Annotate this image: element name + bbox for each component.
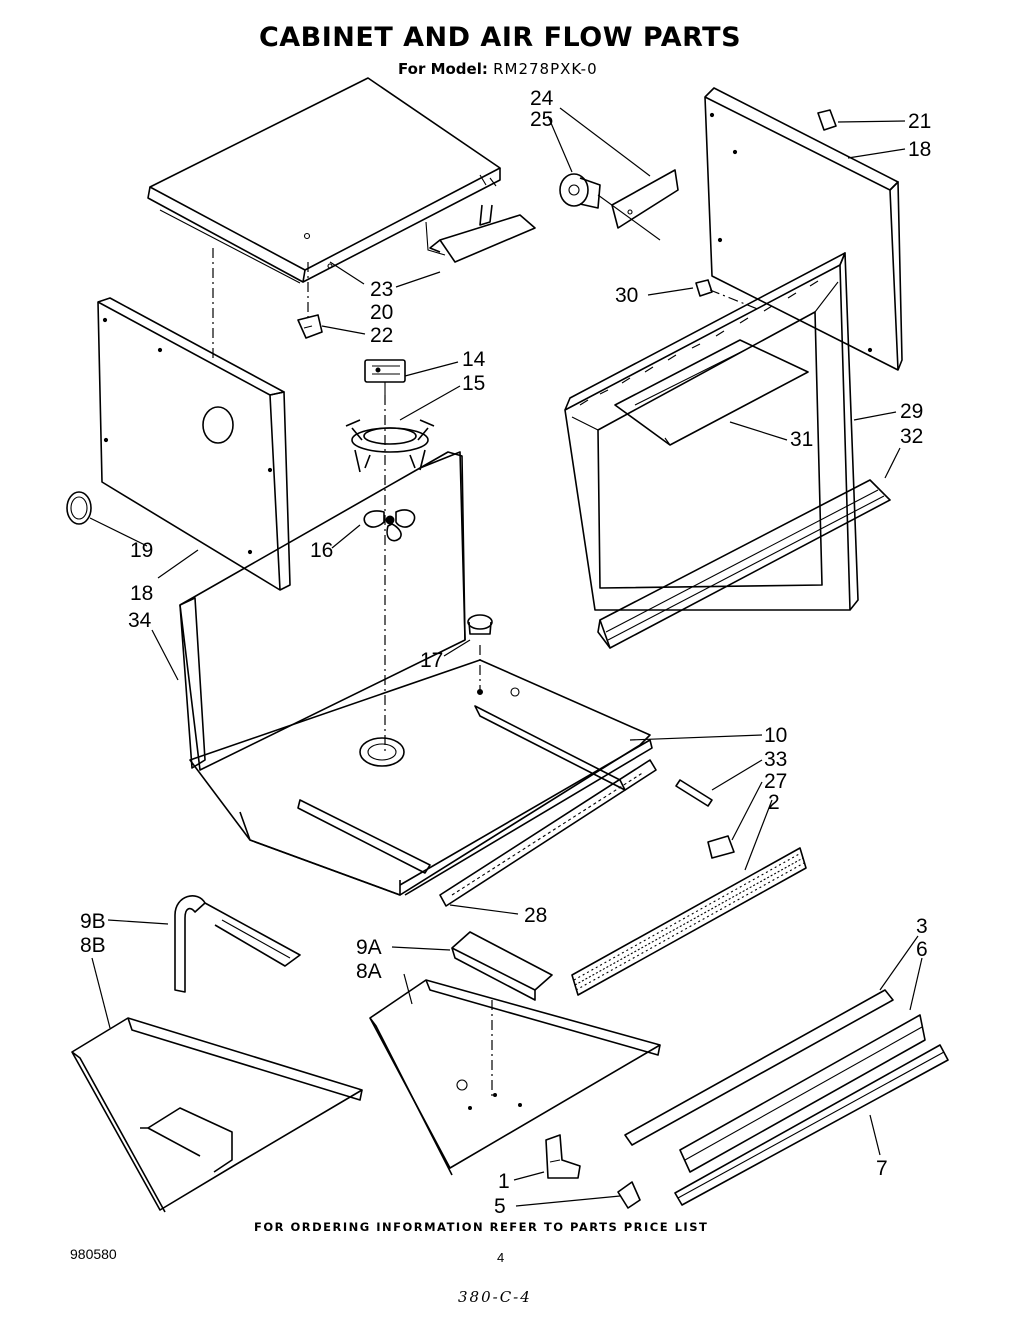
callout-25: 25: [530, 108, 553, 131]
front-rail-3-part: [624, 989, 894, 1146]
top-cover-part: [147, 77, 501, 284]
switch-part: [559, 173, 661, 241]
callout-6: 6: [916, 938, 928, 961]
duct-cover-9a-part: [451, 931, 553, 1001]
callout-15: 15: [462, 372, 485, 395]
small-clip-part: [695, 279, 713, 297]
thermostat-part: [364, 359, 406, 395]
callout-labels: 24 25 21 18 23 20 22 30 14 15 29 32 31 1…: [80, 87, 931, 1218]
model-label: For Model:: [398, 60, 488, 78]
callout-20: 20: [370, 301, 393, 324]
end-cap-part: [617, 1181, 641, 1209]
perforated-strip-part: [439, 759, 657, 907]
grommet-part: [467, 614, 493, 695]
left-side-panel-part: [97, 297, 291, 591]
callout-19: 19: [130, 539, 153, 562]
air-baffle-part: [614, 339, 809, 446]
callout-1: 1: [498, 1170, 510, 1193]
callout-23: 23: [370, 278, 393, 301]
callout-7: 7: [876, 1157, 888, 1180]
base-tray-8a-part: [369, 979, 661, 1176]
right-side-panel-part: [704, 87, 903, 371]
callout-22: 22: [370, 324, 393, 347]
callout-14: 14: [462, 348, 486, 371]
front-rail-7-part: [674, 1044, 949, 1206]
switch-housing-part: [545, 1134, 581, 1179]
callout-33: 33: [764, 748, 787, 771]
callout-8a: 8A: [356, 960, 382, 983]
cabinet-wrapper-part: [179, 451, 653, 896]
clip-part: [297, 314, 323, 339]
callout-17: 17: [420, 649, 443, 672]
retainer-clip-part: [707, 835, 735, 859]
callout-32: 32: [900, 425, 923, 448]
corner-clip-part: [817, 109, 837, 131]
leader-lines: [89, 107, 923, 1207]
front-frame-part: [564, 252, 859, 611]
duct-9b-part: [174, 895, 301, 993]
callout-24: 24: [530, 87, 554, 110]
callout-31: 31: [790, 428, 813, 451]
callout-21: 21: [908, 110, 931, 133]
callout-27: 27: [764, 770, 787, 793]
document-number: 980580: [70, 1246, 117, 1262]
callout-5: 5: [494, 1195, 506, 1218]
callout-3: 3: [916, 915, 928, 938]
page-title: CABINET AND AIR FLOW PARTS: [258, 22, 742, 53]
mesh-filter-part: [571, 847, 807, 996]
rod-part: [675, 779, 713, 807]
callout-18: 18: [908, 138, 931, 161]
callout-16: 16: [310, 539, 333, 562]
model-number: RM278PXK-0: [493, 60, 598, 78]
callout-28: 28: [524, 904, 547, 927]
base-tray-8b-part: [71, 1017, 363, 1213]
callout-29: 29: [900, 400, 923, 423]
callout-34: 34: [128, 609, 152, 632]
callout-2: 2: [768, 791, 780, 814]
front-rail-6-part: [679, 1014, 926, 1173]
ordering-note: FOR ORDERING INFORMATION REFER TO PARTS …: [254, 1220, 709, 1234]
callout-9b: 9B: [80, 910, 106, 933]
switch-bracket-part: [611, 169, 679, 229]
model-line: For Model: RM278PXK-0: [398, 60, 598, 78]
hole-plug-part: [66, 491, 92, 525]
callout-30: 30: [615, 284, 638, 307]
page-number: 4: [497, 1250, 505, 1265]
callout-8b: 8B: [80, 934, 106, 957]
callout-9a: 9A: [356, 936, 382, 959]
callout-10: 10: [764, 724, 787, 747]
centerline: [709, 289, 761, 311]
handwritten-code: 380-C-4: [458, 1288, 532, 1306]
fan-blade-part: [363, 509, 416, 542]
callout-18: 18: [130, 582, 153, 605]
front-grille-part: [597, 479, 891, 649]
motor-mount-part: [345, 419, 435, 473]
top-bracket-part: [425, 204, 536, 263]
